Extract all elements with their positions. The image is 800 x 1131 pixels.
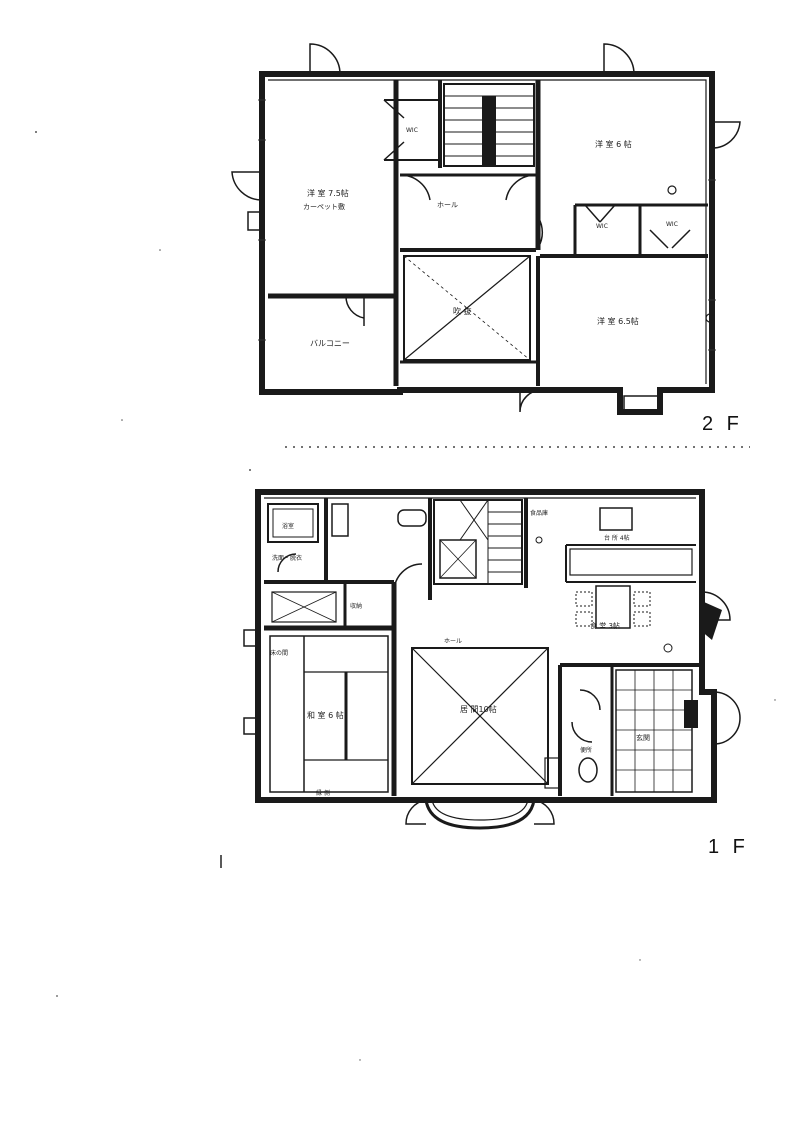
room-dining: 食 堂 3帖 <box>590 621 620 630</box>
room-living: 居 間10帖 <box>460 704 497 714</box>
room-toilet: 便所 <box>580 746 592 754</box>
second-floor-room-labels: 洋 室 7.5帖 カーペット敷 洋 室 6 帖 洋 室 6.5帖 バルコニー 吹… <box>303 127 678 348</box>
first-floor-plan <box>243 489 741 830</box>
first-floor-room-labels: 居 間10帖 和 室 6 帖 食 堂 3帖 台 所 4帖 浴室 洗面・脱衣 便所… <box>270 509 650 797</box>
room-bedroom-a: 洋 室 7.5帖 <box>307 188 349 198</box>
room-japanese: 和 室 6 帖 <box>307 710 344 720</box>
room-washroom: 洗面・脱衣 <box>272 554 302 562</box>
second-floor-plan <box>231 43 741 415</box>
scan-specks <box>35 131 776 1061</box>
room-storage: 収納 <box>350 602 362 610</box>
room-engawa: 縁 側 <box>316 789 330 797</box>
room-bedroom-c: 洋 室 6.5帖 <box>597 316 639 326</box>
room-wic-c: WIC <box>666 221 678 228</box>
room-alcove: 床の間 <box>270 649 288 657</box>
room-balcony: バルコニー <box>310 339 350 348</box>
room-bedroom-b: 洋 室 6 帖 <box>595 139 632 149</box>
room-hall-1f: ホール <box>444 638 462 645</box>
room-entrance: 玄関 <box>636 733 650 742</box>
room-pantry: 食品庫 <box>530 509 548 517</box>
room-wic-b: WIC <box>596 223 608 230</box>
room-wic-a: WIC <box>406 127 418 134</box>
room-bedroom-a-note: カーペット敷 <box>303 202 345 211</box>
floor-label-2f: 2 F <box>702 413 743 435</box>
room-bath: 浴室 <box>282 522 294 530</box>
room-hall-2f: ホール <box>437 201 458 209</box>
room-void: 吹 抜 <box>453 306 472 316</box>
floor-label-1f: 1 F <box>708 836 749 858</box>
room-kitchen: 台 所 4帖 <box>604 534 630 542</box>
